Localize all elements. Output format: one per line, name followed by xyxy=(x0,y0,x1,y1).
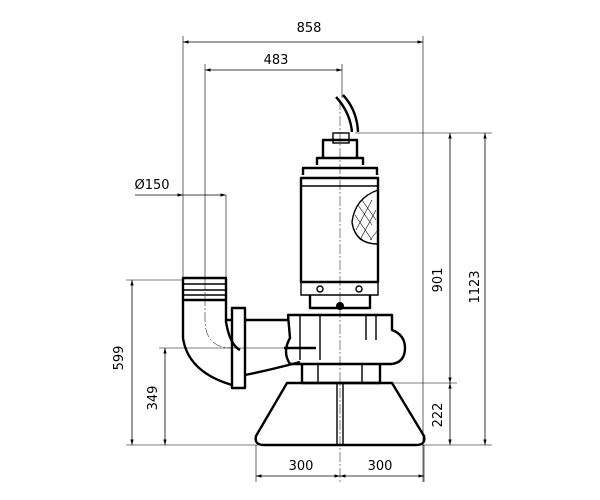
cable xyxy=(335,94,360,133)
stand xyxy=(254,381,426,447)
dimension-lines xyxy=(130,40,487,478)
dim-discharge-center-height: 349 xyxy=(146,386,161,411)
dim-motor-height: 901 xyxy=(431,268,446,293)
dim-outlet-to-center: 483 xyxy=(264,53,289,68)
dim-overall-width: 858 xyxy=(297,21,322,36)
pump-outline xyxy=(181,94,426,447)
top-cap xyxy=(315,132,365,165)
dim-stand-height: 222 xyxy=(431,403,446,428)
flange xyxy=(230,306,247,390)
dim-outlet-diameter: Ø150 xyxy=(134,178,169,193)
dim-stand-half-left: 300 xyxy=(289,459,314,474)
motor-housing xyxy=(299,166,380,310)
dim-outlet-height: 599 xyxy=(112,346,127,371)
dim-total-height: 1123 xyxy=(468,270,483,303)
dim-stand-half-right: 300 xyxy=(368,459,393,474)
discharge-elbow xyxy=(181,276,301,390)
volute xyxy=(284,313,407,385)
